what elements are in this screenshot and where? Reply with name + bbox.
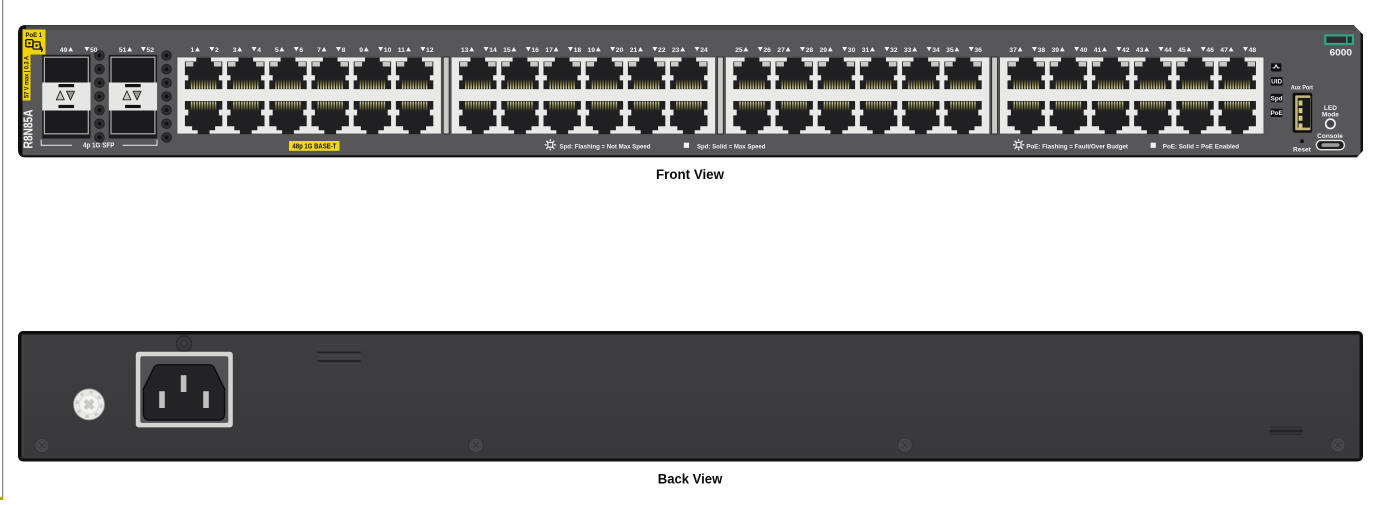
svg-text:33: 33 <box>904 47 912 54</box>
svg-text:44: 44 <box>1164 47 1172 54</box>
svg-text:3: 3 <box>233 47 237 54</box>
svg-text:10: 10 <box>384 47 392 54</box>
svg-text:PoE 1: PoE 1 <box>26 32 43 39</box>
svg-text:Spd: Spd <box>1271 95 1283 102</box>
svg-text:Spd: Flashing = Not Max Speed: Spd: Flashing = Not Max Speed <box>560 144 651 151</box>
svg-text:41: 41 <box>1094 47 1102 54</box>
svg-text:Mode: Mode <box>1322 112 1339 119</box>
svg-text:14: 14 <box>489 47 497 54</box>
svg-text:52: 52 <box>147 47 155 54</box>
svg-text:34: 34 <box>932 47 940 54</box>
svg-text:27: 27 <box>777 47 785 54</box>
svg-text:4: 4 <box>257 47 261 54</box>
svg-text:35: 35 <box>946 47 954 54</box>
svg-text:43: 43 <box>1136 47 1144 54</box>
svg-text:28: 28 <box>806 47 814 54</box>
svg-text:8: 8 <box>342 47 346 54</box>
svg-text:Spd: Solid = Max Speed: Spd: Solid = Max Speed <box>697 144 766 151</box>
svg-text:UID: UID <box>1271 79 1282 86</box>
svg-text:22: 22 <box>658 47 666 54</box>
svg-text:25: 25 <box>735 47 743 54</box>
svg-text:40: 40 <box>1080 47 1088 54</box>
svg-text:Console: Console <box>1317 133 1343 140</box>
svg-text:46: 46 <box>1206 47 1214 54</box>
svg-text:23: 23 <box>672 47 680 54</box>
svg-text:6: 6 <box>299 47 303 54</box>
svg-text:PoE: Solid = PoE Enabled: PoE: Solid = PoE Enabled <box>1163 144 1239 151</box>
svg-text:50: 50 <box>90 47 98 54</box>
svg-text:24: 24 <box>700 47 708 54</box>
svg-text:49: 49 <box>60 47 68 54</box>
svg-text:48p 1G BASE-T: 48p 1G BASE-T <box>292 142 336 151</box>
svg-text:39: 39 <box>1052 47 1060 54</box>
svg-text:26: 26 <box>763 47 771 54</box>
svg-text:47: 47 <box>1220 47 1228 54</box>
svg-text:30: 30 <box>848 47 856 54</box>
svg-text:38: 38 <box>1038 47 1046 54</box>
svg-text:32: 32 <box>890 47 898 54</box>
svg-text:57 V max | 0.3 A: 57 V max | 0.3 A <box>25 55 31 98</box>
svg-text:11: 11 <box>398 47 405 54</box>
svg-text:5: 5 <box>275 47 279 54</box>
svg-text:13: 13 <box>461 47 469 54</box>
svg-text:2: 2 <box>215 47 219 54</box>
svg-text:19: 19 <box>588 47 596 54</box>
svg-text:PoE: PoE <box>1270 110 1282 117</box>
svg-text:29: 29 <box>820 47 828 54</box>
svg-text:45: 45 <box>1178 47 1186 54</box>
svg-text:LED: LED <box>1324 105 1337 112</box>
svg-text:12: 12 <box>426 47 434 54</box>
svg-text:Back View: Back View <box>658 472 723 487</box>
svg-text:Front View: Front View <box>656 167 724 182</box>
svg-text:18: 18 <box>574 47 582 54</box>
svg-text:51: 51 <box>119 47 127 54</box>
svg-text:PoE: Flashing = Fault/Over Bud: PoE: Flashing = Fault/Over Budget <box>1026 144 1128 151</box>
svg-text:15: 15 <box>503 47 511 54</box>
svg-text:16: 16 <box>531 47 539 54</box>
svg-text:37: 37 <box>1009 47 1017 54</box>
svg-text:48: 48 <box>1249 47 1257 54</box>
svg-text:7: 7 <box>317 47 321 54</box>
svg-text:17: 17 <box>545 47 553 54</box>
svg-text:Reset: Reset <box>1293 146 1312 153</box>
svg-text:36: 36 <box>974 47 982 54</box>
svg-text:Aux Port: Aux Port <box>1291 84 1314 91</box>
svg-text:R8N85A: R8N85A <box>21 110 35 149</box>
svg-text:9: 9 <box>359 47 363 54</box>
svg-text:42: 42 <box>1122 47 1130 54</box>
svg-text:31: 31 <box>862 47 870 54</box>
svg-text:6000: 6000 <box>1330 47 1353 58</box>
svg-text:4p 1G SFP: 4p 1G SFP <box>83 141 115 150</box>
svg-text:20: 20 <box>616 47 624 54</box>
svg-text:21: 21 <box>630 47 638 54</box>
svg-text:1: 1 <box>191 47 195 54</box>
